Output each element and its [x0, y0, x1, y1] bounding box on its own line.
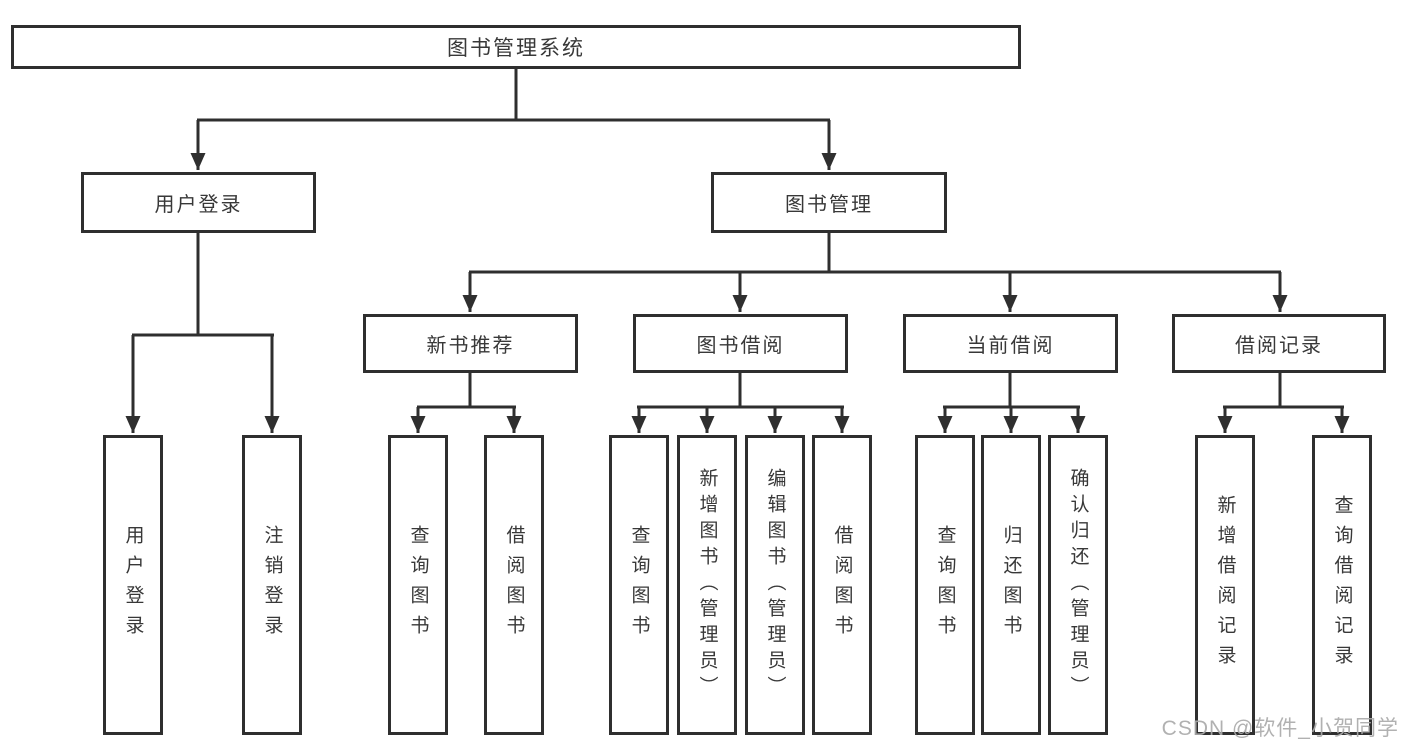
node-book-mgmt: 图书管理: [711, 172, 947, 233]
leaf-borrow-books-2: 借阅图书: [812, 435, 872, 735]
leaf-return-books: 归还图书: [981, 435, 1041, 735]
leaf-query-borrow-record: 查询借阅记录: [1312, 435, 1372, 735]
leaf-query-books-1: 查询图书: [388, 435, 448, 735]
node-root: 图书管理系统: [11, 25, 1021, 69]
node-borrow-records: 借阅记录: [1172, 314, 1386, 373]
leaf-add-books-admin: 新增图书（管理员）: [677, 435, 737, 735]
edges-sec-borrow: [631, 373, 850, 433]
node-user-login: 用户登录: [81, 172, 316, 233]
edges-sec-records: [1217, 373, 1350, 433]
leaf-confirm-return-admin: 确认归还（管理员）: [1048, 435, 1108, 735]
node-new-book-recommend: 新书推荐: [363, 314, 578, 373]
node-book-borrow: 图书借阅: [633, 314, 848, 373]
leaf-logout: 注销登录: [242, 435, 302, 735]
edges-user-login: [125, 233, 280, 433]
leaf-query-books-2: 查询图书: [609, 435, 669, 735]
leaf-query-books-3: 查询图书: [915, 435, 975, 735]
leaf-borrow-books-1: 借阅图书: [484, 435, 544, 735]
edges-book-mgmt: [462, 233, 1288, 312]
leaf-user-login: 用户登录: [103, 435, 163, 735]
watermark-text: CSDN @软件_小贺同学: [1161, 717, 1399, 740]
leaf-add-borrow-record: 新增借阅记录: [1195, 435, 1255, 735]
edges-sec-newbooks: [410, 373, 522, 433]
node-current-borrow: 当前借阅: [903, 314, 1118, 373]
edges-root: [190, 69, 837, 170]
leaf-edit-books-admin: 编辑图书（管理员）: [745, 435, 805, 735]
edges-sec-current: [937, 373, 1086, 433]
